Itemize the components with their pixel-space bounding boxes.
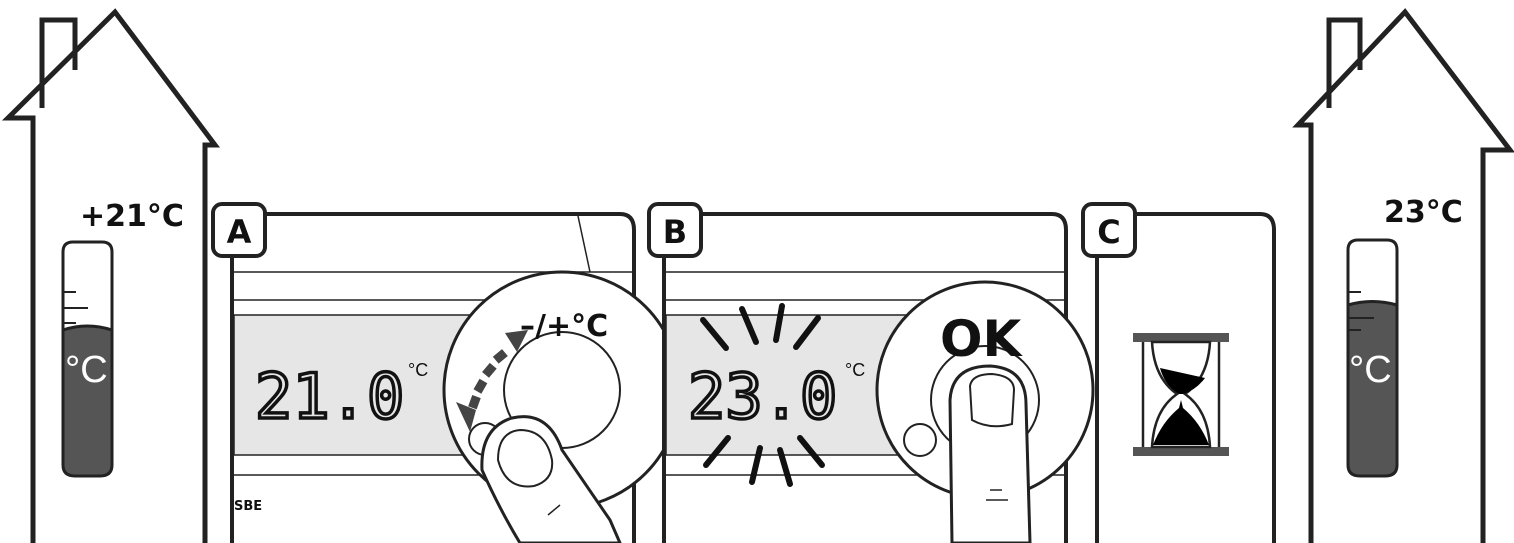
panel-b-ok-label: OK — [940, 310, 1024, 368]
panel-a: 21.0 °C SBE –/+°C — [232, 214, 680, 543]
badge-a: A — [213, 204, 265, 256]
panel-a-brand-logo: SBE — [234, 499, 262, 514]
panel-c — [1097, 214, 1274, 543]
panel-b-indicator-led — [904, 424, 936, 456]
badge-c: C — [1083, 204, 1135, 256]
panel-b-display-unit: °C — [845, 360, 865, 380]
badge-b-label: B — [663, 213, 687, 251]
left-thermometer-empty — [63, 242, 112, 330]
left-house: +21°C °C — [8, 12, 215, 543]
panel-a-dial-label: –/+°C — [520, 309, 608, 344]
panel-b: 23.0 °C OK — [664, 214, 1093, 543]
right-house: 23°C °C — [1298, 12, 1510, 543]
right-thermometer-unit: °C — [1349, 349, 1392, 391]
badge-b: B — [649, 204, 701, 256]
left-house-temperature: +21°C — [80, 199, 184, 234]
left-thermometer: °C — [63, 242, 112, 476]
panel-a-display-unit: °C — [408, 360, 428, 380]
badge-c-label: C — [1097, 213, 1120, 251]
right-house-temperature: 23°C — [1384, 195, 1463, 230]
panel-b-display-value: 23.0 — [688, 360, 837, 433]
badge-a-label: A — [227, 213, 252, 251]
panel-a-display-value: 21.0 — [255, 360, 404, 433]
finger-pressing-ok — [950, 366, 1030, 543]
left-house-chimney — [42, 20, 75, 108]
right-thermometer-empty — [1348, 240, 1397, 305]
hourglass-icon — [1133, 333, 1229, 456]
right-thermometer: °C — [1348, 240, 1397, 476]
left-thermometer-unit: °C — [65, 349, 108, 391]
